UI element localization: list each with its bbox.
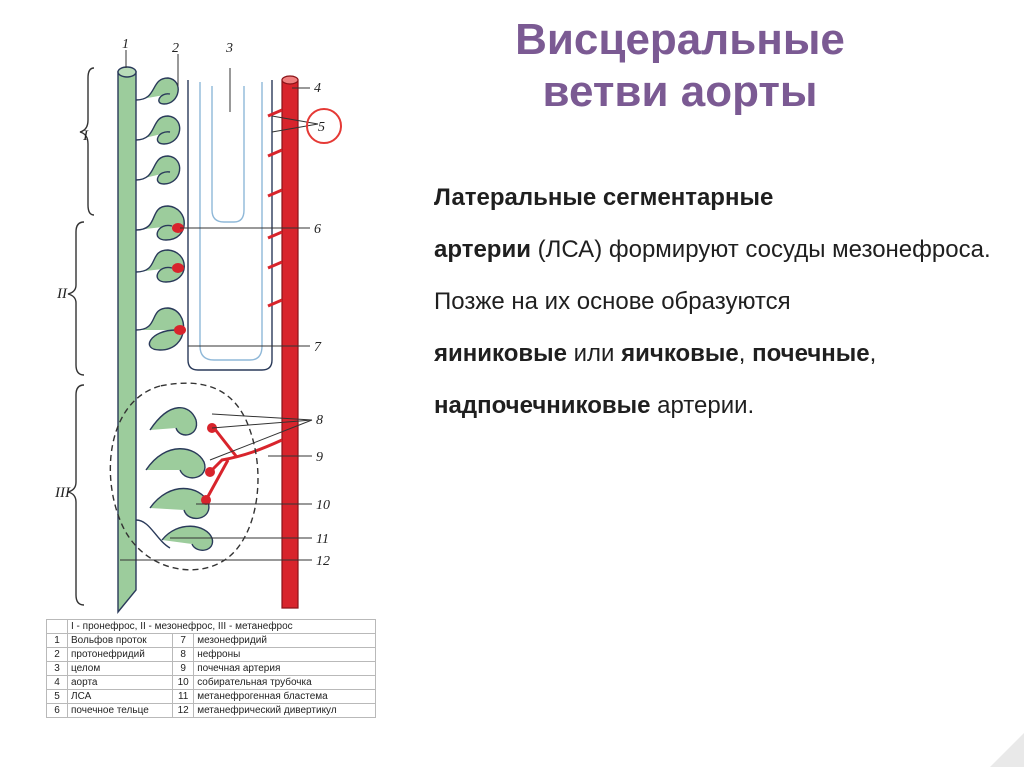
legend-header: I - пронефрос, II - мезонефрос, III - ме… <box>68 620 376 634</box>
separator-comma-2: , <box>870 340 877 367</box>
legend-num: 12 <box>173 704 194 718</box>
legend-row: 6 почечное тельце 12 метанефрический див… <box>47 704 376 718</box>
aorta-opening <box>282 76 298 84</box>
tubule <box>136 78 178 104</box>
tubule <box>136 116 180 144</box>
legend-row: 2 протонефридий 8 нефроны <box>47 648 376 662</box>
glomerulus <box>205 467 215 477</box>
legend-term: мезонефридий <box>194 634 376 648</box>
legend-term: почечное тельце <box>68 704 173 718</box>
paragraph-1-rest: (ЛСА) формируют сосуды мезонефроса. <box>531 236 991 263</box>
label-8: 8 <box>316 413 323 428</box>
term-arteries: артерии <box>434 236 531 263</box>
wolffian-duct <box>118 72 136 612</box>
paragraph-1: Латеральные сегментарные артерии (ЛСА) фо… <box>396 172 996 276</box>
collecting-duct <box>136 520 170 548</box>
legend-num: 5 <box>47 690 68 704</box>
label-12: 12 <box>316 554 330 569</box>
label-10: 10 <box>316 498 330 513</box>
legend-header-row: I - пронефрос, II - мезонефрос, III - ме… <box>47 620 376 634</box>
label-5: 5 <box>318 120 325 135</box>
legend-term: метанефрогенная бластема <box>194 690 376 704</box>
aorta <box>282 80 298 608</box>
legend-num: 2 <box>47 648 68 662</box>
paragraph-2-intro: Позже на их основе образуются <box>434 288 791 315</box>
label-3: 3 <box>225 41 233 56</box>
separator-or: или <box>567 340 621 367</box>
legend-table: I - пронефрос, II - мезонефрос, III - ме… <box>46 619 376 718</box>
renal-corpuscle <box>174 325 186 335</box>
nephrons <box>146 408 213 551</box>
label-1: 1 <box>122 37 129 52</box>
term-lateral-segmental: Латеральные сегментарные <box>434 184 773 211</box>
section-label-II: II <box>56 286 68 302</box>
label-9: 9 <box>316 450 323 465</box>
term-testicular: яичковые <box>621 340 739 367</box>
legend-corner <box>47 620 68 634</box>
legend-row: 1 Вольфов проток 7 мезонефридий <box>47 634 376 648</box>
term-renal: почечные <box>752 340 870 367</box>
tubule <box>136 206 184 240</box>
legend-term: аорта <box>68 676 173 690</box>
section-label-I: I <box>82 128 89 144</box>
legend-term: протонефридий <box>68 648 173 662</box>
nephron <box>150 489 209 519</box>
nephron <box>146 449 205 478</box>
kidney-development-diagram: I II III <box>0 0 420 620</box>
term-ovarian: яиниковые <box>434 340 567 367</box>
legend-num: 3 <box>47 662 68 676</box>
tubules-group <box>136 78 184 350</box>
legend-term: собирательная трубочка <box>194 676 376 690</box>
label-7: 7 <box>314 340 322 355</box>
legend-term: целом <box>68 662 173 676</box>
legend-term: почечная артерия <box>194 662 376 676</box>
section-label-III: III <box>54 485 71 501</box>
legend-num: 9 <box>173 662 194 676</box>
legend-row: 3 целом 9 почечная артерия <box>47 662 376 676</box>
page-corner-fold <box>990 733 1024 767</box>
label-11: 11 <box>316 532 329 547</box>
label-2: 2 <box>172 41 179 56</box>
legend-num: 10 <box>173 676 194 690</box>
legend-num: 1 <box>47 634 68 648</box>
legend-num: 8 <box>173 648 194 662</box>
renal-artery <box>206 428 282 500</box>
legend-term: Вольфов проток <box>68 634 173 648</box>
legend-row: 4 аорта 10 собирательная трубочка <box>47 676 376 690</box>
legend-row: 5 ЛСА 11 метанефрогенная бластема <box>47 690 376 704</box>
duct-opening <box>118 67 136 77</box>
label-6: 6 <box>314 222 321 237</box>
brace-section-III <box>68 385 84 605</box>
paragraph-2-end: артерии. <box>650 392 754 419</box>
slide-title: Висцеральные ветви аорты <box>430 14 930 118</box>
separator-comma-1: , <box>739 340 752 367</box>
legend-num: 7 <box>173 634 194 648</box>
renal-corpuscle <box>172 263 184 273</box>
body-text: Латеральные сегментарные артерии (ЛСА) фо… <box>396 172 996 432</box>
label-4: 4 <box>314 81 321 96</box>
legend-term: метанефрический дивертикул <box>194 704 376 718</box>
paragraph-2: Позже на их основе образуются яиниковые … <box>396 276 996 432</box>
legend-term: ЛСА <box>68 690 173 704</box>
tubule <box>136 156 180 184</box>
legend-num: 11 <box>173 690 194 704</box>
nephron <box>150 408 197 435</box>
legend-term: нефроны <box>194 648 376 662</box>
title-line-2: ветви аорты <box>430 66 930 118</box>
legend-num: 6 <box>47 704 68 718</box>
title-line-1: Висцеральные <box>430 14 930 66</box>
legend-num: 4 <box>47 676 68 690</box>
brace-section-II <box>68 222 84 375</box>
term-adrenal: надпочечниковые <box>434 392 650 419</box>
